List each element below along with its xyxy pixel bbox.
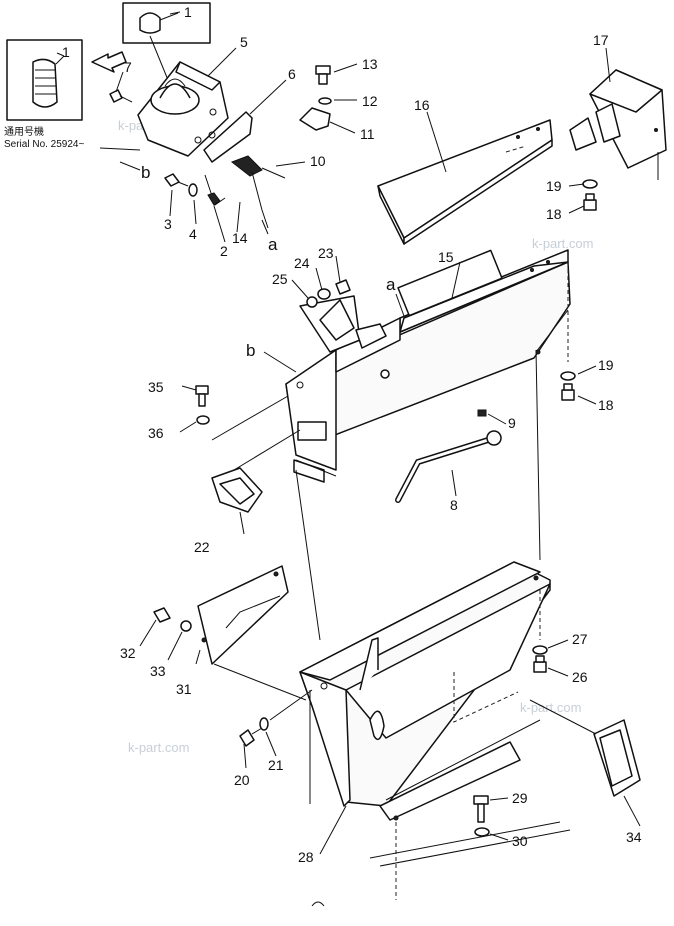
bolt-35 <box>195 385 209 407</box>
washer-24 <box>317 288 331 300</box>
callout-number: 10 <box>310 153 326 169</box>
bolt-3 <box>164 173 180 187</box>
callout-number: 11 <box>360 126 375 142</box>
bracket-2 <box>207 192 221 206</box>
bolt-32 <box>153 607 171 623</box>
bolt-7 <box>109 89 133 103</box>
lever-assembly <box>137 61 229 157</box>
bracket-11 <box>299 107 331 131</box>
callout-number: 27 <box>572 631 588 647</box>
callout-number: 14 <box>232 230 248 246</box>
callout-number: 21 <box>268 757 284 773</box>
boot-inset-box <box>6 39 83 121</box>
leader-line <box>149 35 169 81</box>
floor-line <box>369 821 571 867</box>
washer-21 <box>259 717 269 731</box>
callout-number: 31 <box>176 681 192 697</box>
callout-number: 23 <box>318 245 334 261</box>
washer-19 <box>582 179 598 189</box>
washer-27 <box>532 645 548 655</box>
serial-note-cjk: 通用号機 <box>4 125 44 138</box>
callout-number: 30 <box>512 833 528 849</box>
callout-number: 19 <box>546 178 562 194</box>
bolt-26 <box>533 655 547 673</box>
knob-8 <box>486 430 502 446</box>
bolt-13 <box>315 65 331 85</box>
bolt-23 <box>335 279 351 295</box>
reference-letter-a: a <box>268 235 278 254</box>
arrow-icon <box>91 51 127 73</box>
callout-number: 12 <box>362 93 378 109</box>
callout-number: 34 <box>626 829 642 845</box>
watermark: k-part.com <box>520 700 581 715</box>
callout-number: 16 <box>414 97 430 113</box>
callout-number: 1 <box>62 44 70 60</box>
link-10 <box>230 155 263 177</box>
callout-number: 1 <box>184 4 192 20</box>
bolt-29 <box>473 795 489 823</box>
leader-line <box>99 147 141 151</box>
cable <box>251 171 269 229</box>
callout-number: 20 <box>234 772 250 788</box>
plate-31 <box>197 565 289 665</box>
callout-number: 2 <box>220 243 228 259</box>
washer-12 <box>318 97 332 105</box>
bolt-18 <box>583 193 597 211</box>
reference-letter-a: a <box>386 275 396 294</box>
callout-number: 18 <box>546 206 562 222</box>
washer-33 <box>180 620 192 632</box>
washer-25 <box>306 296 318 308</box>
watermark: k-part.com <box>128 740 189 755</box>
cable <box>204 174 226 206</box>
housing-28 <box>299 561 551 821</box>
callout-number: 3 <box>164 216 172 232</box>
plate-6 <box>203 111 253 163</box>
switch-box-17 <box>569 69 667 169</box>
washer-36 <box>196 415 210 425</box>
callout-number: 36 <box>148 425 164 441</box>
washer-4 <box>188 183 198 197</box>
callout-number: 26 <box>572 669 588 685</box>
grip-34 <box>593 719 641 797</box>
callout-number: 6 <box>288 66 296 82</box>
console-15 <box>285 249 571 483</box>
callout-number: 19 <box>598 357 614 373</box>
callout-number: 22 <box>194 539 210 555</box>
knob-inset-box <box>122 2 211 44</box>
lever-8 <box>395 433 501 503</box>
serial-number-note: Serial No. 25924~ <box>4 139 84 150</box>
callout-number: 13 <box>362 56 378 72</box>
callout-number: 9 <box>508 415 516 431</box>
reference-letter-b: b <box>141 163 150 182</box>
bolt-18 <box>561 383 575 401</box>
pin-9 <box>477 409 487 417</box>
callout-number: 4 <box>189 226 197 242</box>
washer-30 <box>474 827 490 837</box>
watermark: k-part.com <box>532 236 593 251</box>
panel-22 <box>211 467 263 513</box>
callout-number: 28 <box>298 849 314 865</box>
callout-number: 17 <box>593 32 609 48</box>
callout-number: 32 <box>120 645 136 661</box>
callout-number: 15 <box>438 249 454 265</box>
callout-number: 7 <box>124 59 132 75</box>
reference-letter-b: b <box>246 341 255 360</box>
callout-number: 8 <box>450 497 458 513</box>
tray-16 <box>377 119 553 245</box>
callout-number: 18 <box>598 397 614 413</box>
callout-number: 5 <box>240 34 248 50</box>
callout-number: 29 <box>512 790 528 806</box>
callout-number: 25 <box>272 271 288 287</box>
bolt-20 <box>239 727 263 747</box>
washer-19 <box>560 371 576 381</box>
callout-number: 33 <box>150 663 166 679</box>
callout-number: 35 <box>148 379 164 395</box>
callout-number: 24 <box>294 255 310 271</box>
